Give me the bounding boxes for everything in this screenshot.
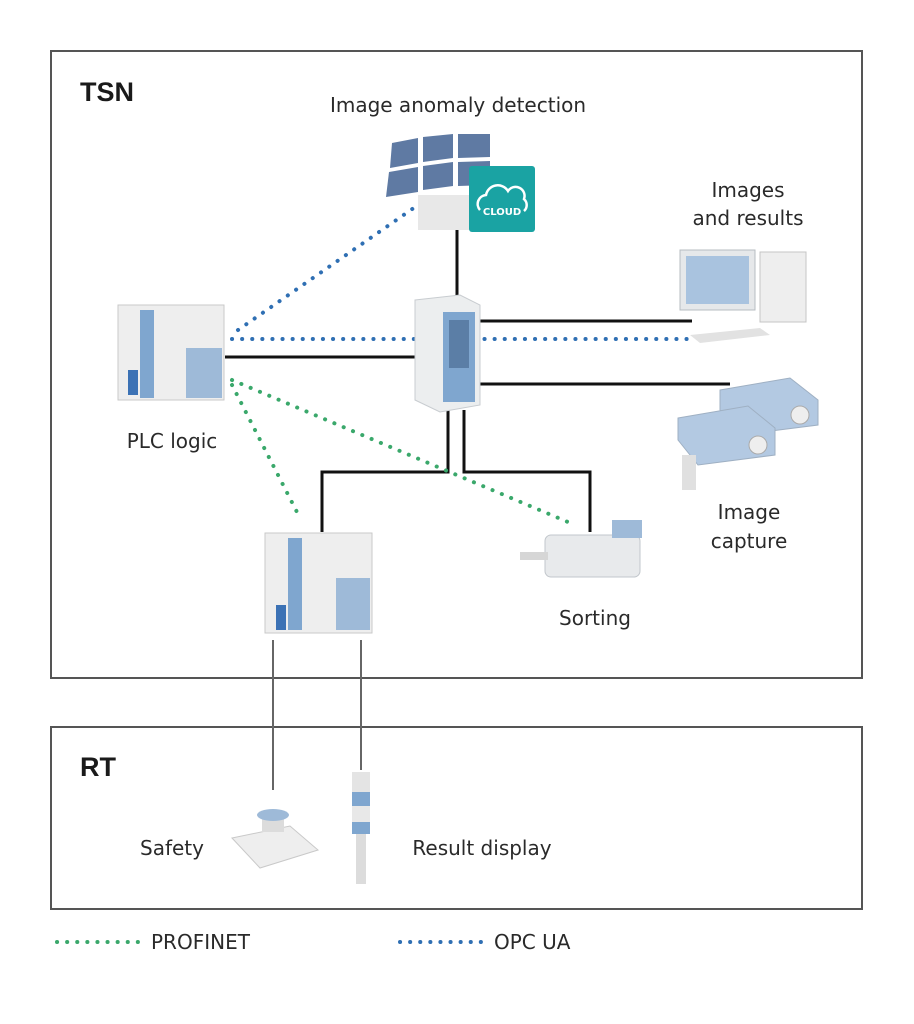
images-label-2: and results xyxy=(693,206,804,230)
rt-zone xyxy=(50,726,863,910)
rt-cables xyxy=(272,640,362,790)
plc-label: PLC logic xyxy=(127,429,218,453)
images-label-1: Images xyxy=(711,178,784,202)
video-wall-icon xyxy=(386,134,490,230)
switch-icon xyxy=(414,294,481,413)
cloud-icon: CLOUD xyxy=(469,166,535,232)
opcua-links xyxy=(230,203,694,341)
rt-label: RT xyxy=(80,752,116,782)
anomaly-label: Image anomaly detection xyxy=(330,93,586,117)
svg-text:CLOUD: CLOUD xyxy=(483,207,521,218)
result-display-label: Result display xyxy=(412,836,551,860)
computer-icon xyxy=(679,249,807,343)
profinet-links xyxy=(230,378,577,527)
capture-label-1: Image xyxy=(718,500,781,524)
servo-motor-icon xyxy=(520,520,642,578)
ethernet-cables xyxy=(225,228,730,532)
signal-tower-icon xyxy=(352,772,370,884)
safety-button-icon xyxy=(231,809,320,869)
sorting-label: Sorting xyxy=(559,606,631,630)
legend-opcua-label: OPC UA xyxy=(494,930,571,954)
camera-icon xyxy=(677,377,819,490)
plc-icon xyxy=(117,304,225,401)
io-module-icon xyxy=(264,532,373,634)
legend: PROFINET OPC UA xyxy=(55,930,571,954)
capture-label-2: capture xyxy=(711,529,788,553)
tsn-zone xyxy=(50,50,863,679)
legend-profinet-label: PROFINET xyxy=(151,930,251,954)
tsn-label: TSN xyxy=(80,77,134,107)
safety-label: Safety xyxy=(140,836,204,860)
